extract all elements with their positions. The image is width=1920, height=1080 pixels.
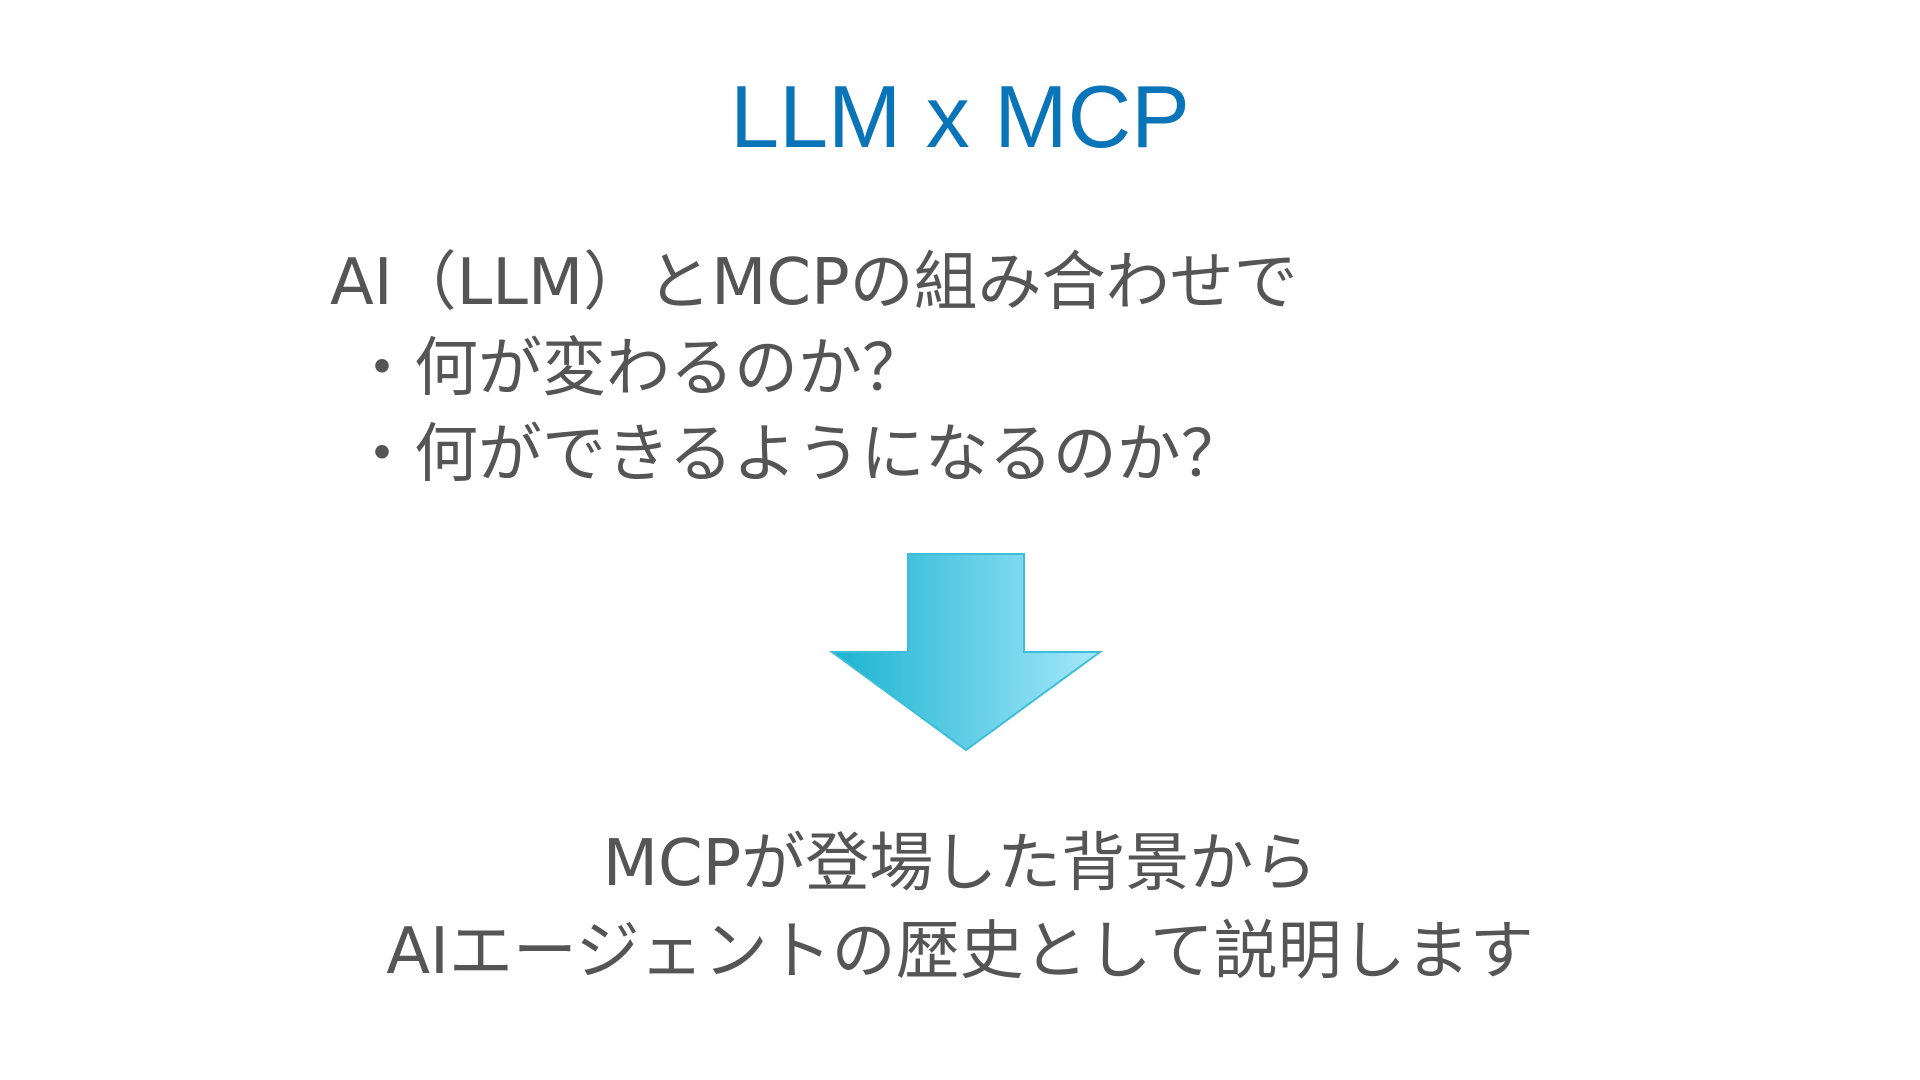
bullet-mark: ・ xyxy=(350,332,414,406)
bullet-mark: ・ xyxy=(350,418,414,492)
bullet-text: 何ができるようになるのか？ xyxy=(414,418,1245,492)
intro-lead: AI（LLM）とMCPの組み合わせで xyxy=(330,246,1298,320)
conclusion-line-2: AIエージェントの歴史として説明します xyxy=(386,915,1534,989)
bullet-item: ・何が変わるのか？ xyxy=(330,326,1630,412)
intro-block: AI（LLM）とMCPの組み合わせで ・何が変わるのか？ ・何ができるようになる… xyxy=(330,240,1630,498)
conclusion-line-1: MCPが登場した背景から xyxy=(602,827,1318,901)
conclusion-block: MCPが登場した背景から AIエージェントの歴史として説明します xyxy=(0,820,1920,996)
slide-title: LLM x MCP xyxy=(730,67,1190,166)
bullet-text: 何が変わるのか？ xyxy=(414,332,926,406)
bullet-item: ・何ができるようになるのか？ xyxy=(330,412,1630,498)
down-arrow-icon xyxy=(828,553,1104,752)
